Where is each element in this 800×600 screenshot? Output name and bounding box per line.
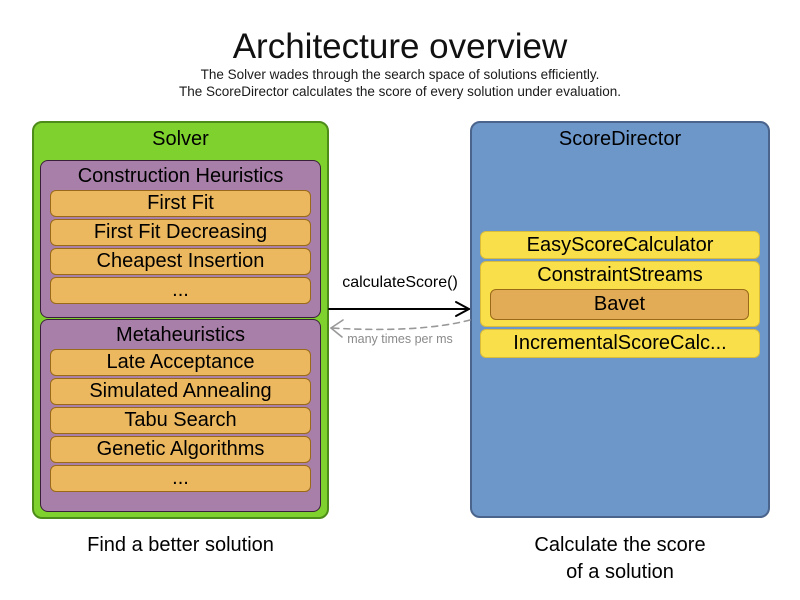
item-construction-more: ...: [50, 277, 311, 304]
solver-caption: Find a better solution: [87, 534, 274, 556]
item-simulated-annealing: Simulated Annealing: [50, 378, 311, 405]
item-first-fit: First Fit: [50, 190, 311, 217]
solver-box: Solver Construction Heuristics First Fit…: [32, 121, 329, 519]
construction-heuristics-title: Construction Heuristics: [77, 165, 284, 187]
calculator-constraint-streams: ConstraintStreams Bavet: [480, 261, 760, 327]
frequency-label: many times per ms: [347, 332, 453, 346]
score-director-caption-line2: of a solution: [566, 561, 674, 583]
metaheuristics-group: Metaheuristics Late Acceptance Simulated…: [40, 319, 321, 512]
item-late-acceptance: Late Acceptance: [50, 349, 311, 376]
calculator-incremental-score: IncrementalScoreCalc...: [480, 329, 760, 358]
connection-arrows: [328, 301, 471, 338]
feedback-dashed-arrow: [330, 319, 471, 338]
solver-box-title: Solver: [152, 128, 209, 150]
diagram-subtitle-line2: The ScoreDirector calculates the score o…: [179, 84, 621, 99]
diagram-subtitle-line1: The Solver wades through the search spac…: [200, 67, 600, 82]
score-director-box: ScoreDirector EasyScoreCalculator Constr…: [470, 121, 770, 518]
item-first-fit-decreasing: First Fit Decreasing: [50, 219, 311, 246]
diagram-title: Architecture overview: [232, 27, 568, 66]
calculator-bavet: Bavet: [490, 289, 749, 320]
score-director-caption-line1: Calculate the score: [534, 534, 706, 556]
construction-heuristics-group: Construction Heuristics First Fit First …: [40, 160, 321, 318]
calculate-score-label: calculateScore(): [342, 274, 458, 291]
metaheuristics-title: Metaheuristics: [116, 324, 245, 346]
score-director-box-title: ScoreDirector: [558, 128, 682, 150]
item-cheapest-insertion: Cheapest Insertion: [50, 248, 311, 275]
item-genetic-algorithms: Genetic Algorithms: [50, 436, 311, 463]
item-metaheuristics-more: ...: [50, 465, 311, 492]
constraint-streams-label: ConstraintStreams: [537, 264, 703, 286]
item-tabu-search: Tabu Search: [50, 407, 311, 434]
calculator-easy-score: EasyScoreCalculator: [480, 231, 760, 259]
calculate-score-arrow: [328, 301, 470, 317]
